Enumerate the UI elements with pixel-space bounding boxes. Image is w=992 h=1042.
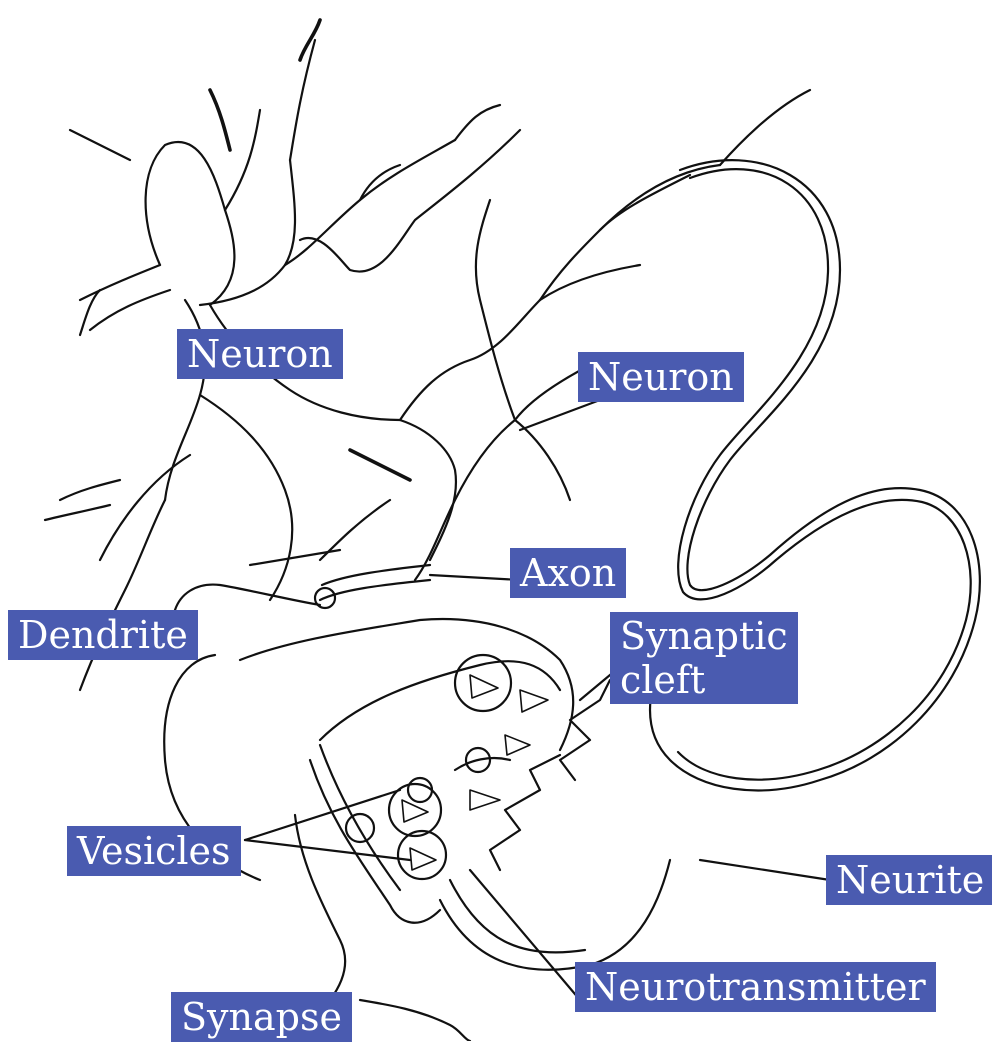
label-axon: Axon	[510, 548, 626, 598]
label-neurotransmitter: Neurotransmitter	[575, 962, 936, 1012]
label-neuron-right: Neuron	[578, 352, 744, 402]
label-vesicles: Vesicles	[67, 826, 241, 876]
label-synaptic-cleft: Synaptic cleft	[610, 612, 798, 704]
label-dendrite: Dendrite	[8, 610, 198, 660]
label-neurite: Neurite	[826, 855, 992, 905]
label-synapse: Synapse	[171, 992, 352, 1042]
right-neuron-drawing	[175, 90, 980, 790]
label-neuron-upper: Neuron	[177, 329, 343, 379]
